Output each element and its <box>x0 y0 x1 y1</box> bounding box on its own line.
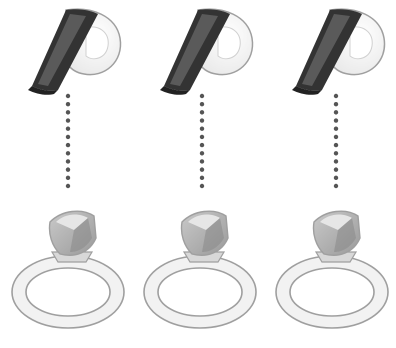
whistle-icon <box>28 9 121 95</box>
connector-dot <box>334 110 338 114</box>
connector-dot <box>66 118 70 122</box>
dotted-line <box>66 94 70 188</box>
connector-dot <box>66 102 70 106</box>
connector-dot <box>334 94 338 98</box>
dotted-line <box>334 94 338 188</box>
connector-dot <box>334 135 338 139</box>
whistle-ring-group <box>0 0 132 348</box>
ring-icon <box>276 211 388 328</box>
connector-dot <box>66 143 70 147</box>
connector-dot <box>66 184 70 188</box>
connector-dot <box>200 110 204 114</box>
connector-dot <box>334 102 338 106</box>
connector-dot <box>200 118 204 122</box>
connector-dot <box>334 143 338 147</box>
connector-dot <box>200 159 204 163</box>
connector-dot <box>334 151 338 155</box>
whistle-ring-group <box>132 0 264 348</box>
connector-dot <box>200 176 204 180</box>
connector-dot <box>334 159 338 163</box>
connector-dot <box>66 127 70 131</box>
connector-dot <box>200 135 204 139</box>
connector-dot <box>334 184 338 188</box>
connector-dot <box>66 135 70 139</box>
group-graphic <box>0 0 132 348</box>
ring-icon <box>144 211 256 328</box>
group-graphic <box>132 0 264 348</box>
connector-dot <box>66 94 70 98</box>
connector-dot <box>200 102 204 106</box>
ring-icon <box>12 211 124 328</box>
connector-dot <box>334 118 338 122</box>
group-graphic <box>264 0 396 348</box>
connector-dot <box>200 127 204 131</box>
connector-dot <box>200 143 204 147</box>
connector-dot <box>334 176 338 180</box>
connector-dot <box>334 127 338 131</box>
connector-dot <box>66 167 70 171</box>
whistle-icon <box>160 9 253 95</box>
connector-dot <box>66 151 70 155</box>
whistle-icon <box>292 9 385 95</box>
dotted-line <box>200 94 204 188</box>
connector-dot <box>66 159 70 163</box>
connector-dot <box>66 110 70 114</box>
connector-dot <box>334 167 338 171</box>
connector-dot <box>200 94 204 98</box>
connector-dot <box>200 167 204 171</box>
whistle-ring-group <box>264 0 396 348</box>
connector-dot <box>66 176 70 180</box>
connector-dot <box>200 184 204 188</box>
connector-dot <box>200 151 204 155</box>
